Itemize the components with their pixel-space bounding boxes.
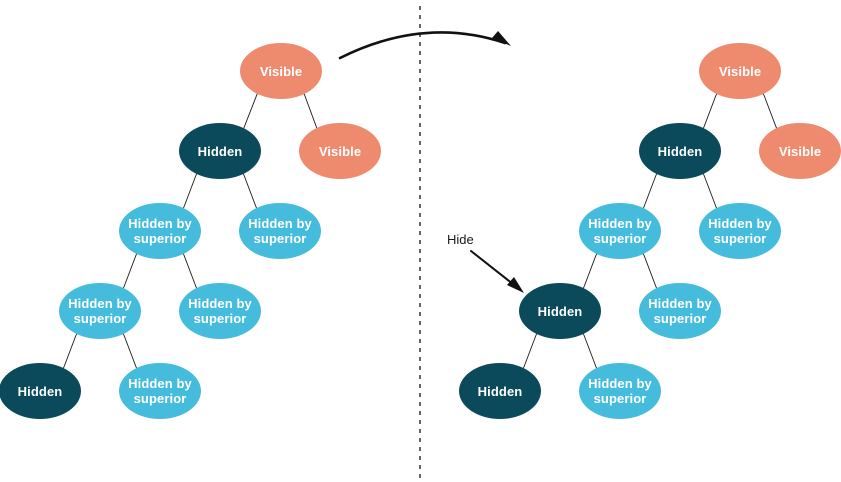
right-node-r7-inherited[interactable]: Hidden by superior xyxy=(639,283,721,339)
left-node-l8-hidden[interactable]: Hidden xyxy=(0,363,81,419)
tree-edge xyxy=(522,331,538,371)
node-label: Hidden by superior xyxy=(188,296,252,326)
node-label: Hidden xyxy=(477,383,523,399)
left-node-l6-inherited[interactable]: Hidden by superior xyxy=(59,283,141,339)
node-label: Hidden xyxy=(17,383,63,399)
node-label: Hidden by superior xyxy=(128,376,192,406)
right-node-r9-inherited[interactable]: Hidden by superior xyxy=(579,363,661,419)
node-label: Visible xyxy=(259,63,303,79)
tree-edge xyxy=(702,171,718,211)
right-node-r3-visible[interactable]: Visible xyxy=(759,123,841,179)
left-node-l7-inherited[interactable]: Hidden by superior xyxy=(179,283,261,339)
left-node-l5-inherited[interactable]: Hidden by superior xyxy=(239,203,321,259)
transition-arrow xyxy=(338,31,511,60)
right-node-r5-inherited[interactable]: Hidden by superior xyxy=(699,203,781,259)
hide-arrow xyxy=(470,250,524,293)
tree-edge xyxy=(182,251,198,291)
node-label: Hidden by superior xyxy=(248,216,312,246)
tree-edge xyxy=(182,171,198,211)
node-label: Hidden by superior xyxy=(128,216,192,246)
tree-edge xyxy=(62,331,78,371)
node-label: Hidden by superior xyxy=(68,296,132,326)
right-node-r8-hidden[interactable]: Hidden xyxy=(459,363,541,419)
tree-edge xyxy=(582,251,598,291)
tree-edge xyxy=(762,91,778,131)
node-label: Hidden xyxy=(657,143,703,159)
tree-edge xyxy=(302,91,319,131)
tree-edge xyxy=(582,331,598,371)
tree-edge xyxy=(702,91,718,131)
tree-edge xyxy=(242,171,258,211)
node-label: Hidden by superior xyxy=(648,296,712,326)
hide-action-label: Hide xyxy=(447,232,474,247)
tree-edge xyxy=(122,331,138,371)
left-node-l1-visible[interactable]: Visible xyxy=(240,43,322,99)
right-node-r6-hidden[interactable]: Hidden xyxy=(519,283,601,339)
right-node-r2-hidden[interactable]: Hidden xyxy=(639,123,721,179)
tree-edge xyxy=(642,171,658,211)
left-node-l9-inherited[interactable]: Hidden by superior xyxy=(119,363,201,419)
node-label: Hidden xyxy=(197,143,243,159)
node-label: Hidden by superior xyxy=(588,216,652,246)
right-node-r1-visible[interactable]: Visible xyxy=(699,43,781,99)
node-label: Visible xyxy=(718,63,762,79)
left-node-l3-visible[interactable]: Visible xyxy=(299,123,381,179)
right-node-r4-inherited[interactable]: Hidden by superior xyxy=(579,203,661,259)
tree-edge xyxy=(242,91,259,131)
node-label: Hidden by superior xyxy=(588,376,652,406)
tree-edge xyxy=(642,251,658,291)
left-tree-edges xyxy=(62,91,319,371)
node-label: Hidden by superior xyxy=(708,216,772,246)
left-node-l4-inherited[interactable]: Hidden by superior xyxy=(119,203,201,259)
node-label: Visible xyxy=(318,143,362,159)
node-label: Visible xyxy=(778,143,822,159)
tree-edge xyxy=(122,251,138,291)
right-tree-edges xyxy=(522,91,778,371)
left-node-l2-hidden[interactable]: Hidden xyxy=(179,123,261,179)
node-label: Hidden xyxy=(537,303,583,319)
